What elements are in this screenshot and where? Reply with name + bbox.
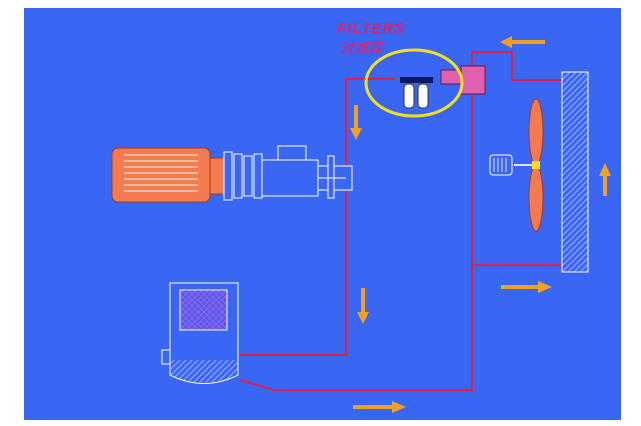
arrow-down-lower [357,288,369,324]
arrow-right-bottom [353,401,406,413]
filters-label: FILTERS [337,20,406,37]
diagram-panel [24,8,621,420]
filters-label-chinese: 过滤器 [340,41,382,57]
arrow-left-top [500,36,545,48]
filter-icon [400,65,486,109]
arrow-up-right [599,163,611,196]
arrow-down-upper [350,105,362,140]
radiator-icon [561,71,589,273]
flow-arrows [350,36,611,413]
arrow-right-middle [501,281,552,293]
tank-icon [161,282,239,384]
pipe-filter-down [239,96,473,391]
pipe-network [202,51,562,391]
motor-pump-icon [111,145,353,203]
filter-highlight-circle [364,48,464,118]
pipe-filter-to-radiator [471,51,562,83]
fan-icon [489,98,544,232]
